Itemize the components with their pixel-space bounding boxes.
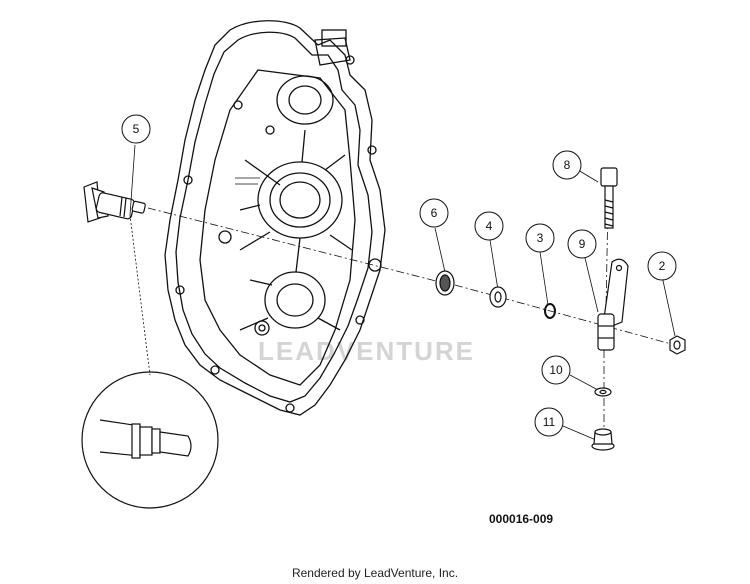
shift-shaft-part [83,181,146,223]
svg-text:6: 6 [431,206,438,220]
callout-3: 3 [525,223,555,253]
svg-text:2: 2 [659,259,666,273]
o-ring-part [544,303,556,319]
svg-text:3: 3 [537,231,544,245]
leader-lines [129,144,676,441]
detail-inset [81,371,219,509]
svg-text:5: 5 [133,122,140,136]
assembly-centerline [147,199,676,435]
figure-number: 000016-009 [489,512,554,526]
svg-text:9: 9 [579,237,586,251]
footer-credit: Rendered by LeadVenture, Inc. [291,566,459,580]
washer-part [489,286,507,308]
svg-text:10: 10 [549,363,563,377]
lock-washer-part [594,387,612,397]
nut-part [669,335,686,355]
bolt-part [600,167,618,229]
callout-4: 4 [474,211,504,241]
housing-cover [164,20,386,416]
flange-nut-part [591,428,615,451]
callout-10: 10 [541,355,571,385]
svg-text:4: 4 [486,219,493,233]
callout-9: 9 [567,229,597,259]
callout-5: 5 [121,114,151,144]
callout-8: 8 [552,150,582,180]
svg-text:11: 11 [543,415,556,429]
callout-11: 11 [534,407,564,437]
callout-6: 6 [419,198,449,228]
shift-arm-part [597,258,629,351]
callout-2: 2 [647,251,677,281]
svg-text:8: 8 [564,158,571,172]
oil-seal-part [435,270,455,296]
watermark-text: LEADVENTURE [258,336,475,366]
